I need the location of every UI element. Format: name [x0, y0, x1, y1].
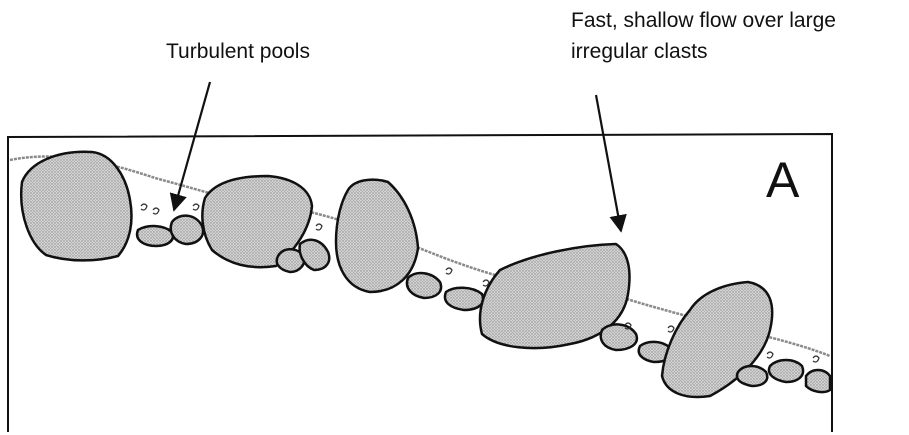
- swirl: [316, 224, 322, 230]
- clast: [21, 152, 131, 261]
- swirl: [767, 352, 773, 358]
- swirl: [813, 356, 819, 362]
- fast-flow-arrow: [596, 95, 621, 231]
- clast-group: [21, 152, 830, 397]
- swirl: [193, 204, 199, 210]
- swirl: [141, 204, 147, 210]
- swirl: [483, 280, 489, 286]
- clast: [445, 288, 483, 310]
- clast: [336, 180, 418, 292]
- swirl: [668, 326, 674, 332]
- swirl: [153, 208, 159, 214]
- clast: [737, 366, 767, 386]
- panel-letter: A: [766, 152, 800, 208]
- clast: [769, 360, 803, 382]
- clast: [407, 273, 441, 298]
- clast: [806, 370, 830, 392]
- clast: [137, 226, 173, 246]
- clast: [171, 216, 203, 244]
- swirl: [446, 268, 452, 274]
- clast: [601, 324, 637, 350]
